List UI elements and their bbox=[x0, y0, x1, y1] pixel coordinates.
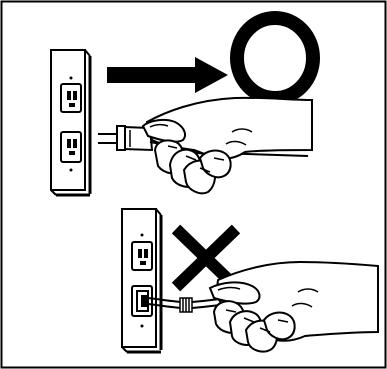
wall-outlet-bottom bbox=[122, 209, 161, 352]
wall-outlet-top bbox=[51, 50, 90, 195]
